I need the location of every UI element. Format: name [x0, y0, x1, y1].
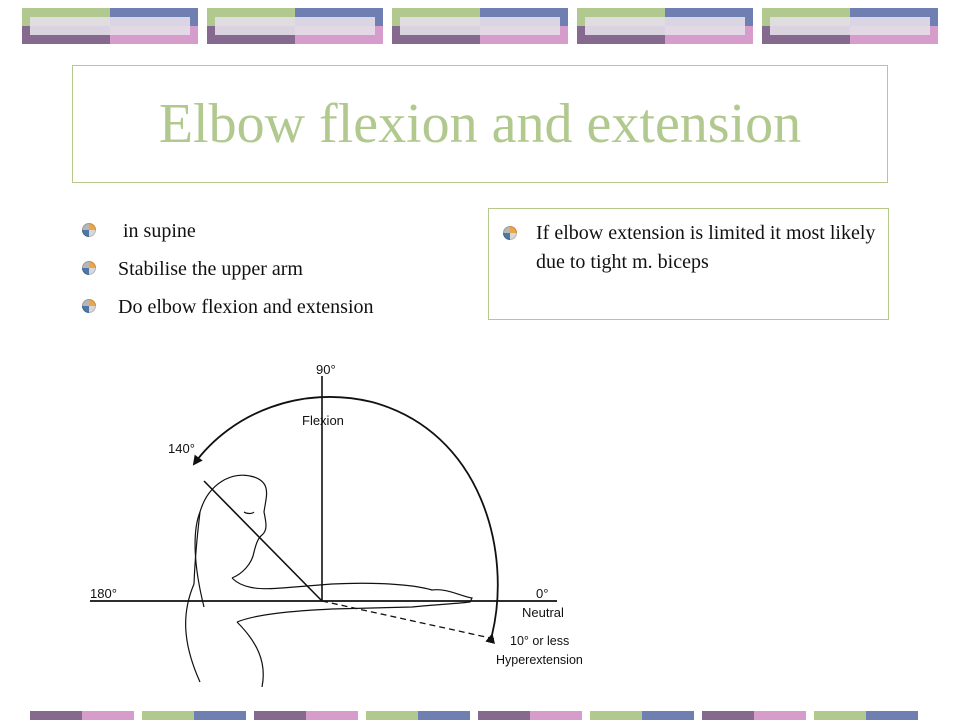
bullet-icon [82, 261, 96, 275]
label-180: 180° [90, 586, 117, 601]
bullet-item: If elbow extension is limited it most li… [503, 219, 876, 277]
deco-bottom-segments [30, 711, 918, 720]
bullet-item: in supine [82, 218, 374, 256]
bullet-icon [82, 223, 96, 237]
label-0: 0° [536, 586, 548, 601]
slide-title: Elbow flexion and extension [158, 93, 802, 155]
label-flexion: Flexion [302, 413, 344, 428]
bullet-text: Stabilise the upper arm [118, 258, 303, 280]
bullet-icon [503, 226, 517, 240]
deco-block-4 [577, 8, 753, 44]
top-decorative-bar [22, 8, 938, 44]
label-140: 140° [168, 441, 195, 456]
label-10: 10° or less [510, 634, 569, 648]
note-box: If elbow extension is limited it most li… [488, 208, 889, 320]
line-140 [203, 480, 323, 602]
bullet-text: in supine [118, 220, 196, 242]
bullet-item: Stabilise the upper arm [82, 256, 374, 294]
title-box: Elbow flexion and extension [72, 65, 888, 183]
flexion-arc [192, 396, 499, 644]
bullet-text: Do elbow flexion and extension [118, 296, 374, 318]
label-neutral: Neutral [522, 605, 564, 620]
deco-block-2 [207, 8, 383, 44]
deco-block-5 [762, 8, 938, 44]
left-bullet-list: in supine Stabilise the upper arm Do elb… [82, 218, 374, 332]
bullet-item: Do elbow flexion and extension [82, 294, 374, 332]
label-90: 90° [316, 362, 336, 377]
elbow-range-figure: 90° Flexion 140° 180° 0° Neutral 10° or … [90, 362, 583, 687]
bullet-icon [82, 299, 96, 313]
deco-block-3 [392, 8, 568, 44]
deco-block-1 [22, 8, 198, 44]
bottom-decorative-bar [30, 711, 918, 720]
person-figure [185, 474, 473, 687]
note-text: If elbow extension is limited it most li… [536, 222, 876, 273]
label-hyperextension: Hyperextension [496, 653, 583, 667]
